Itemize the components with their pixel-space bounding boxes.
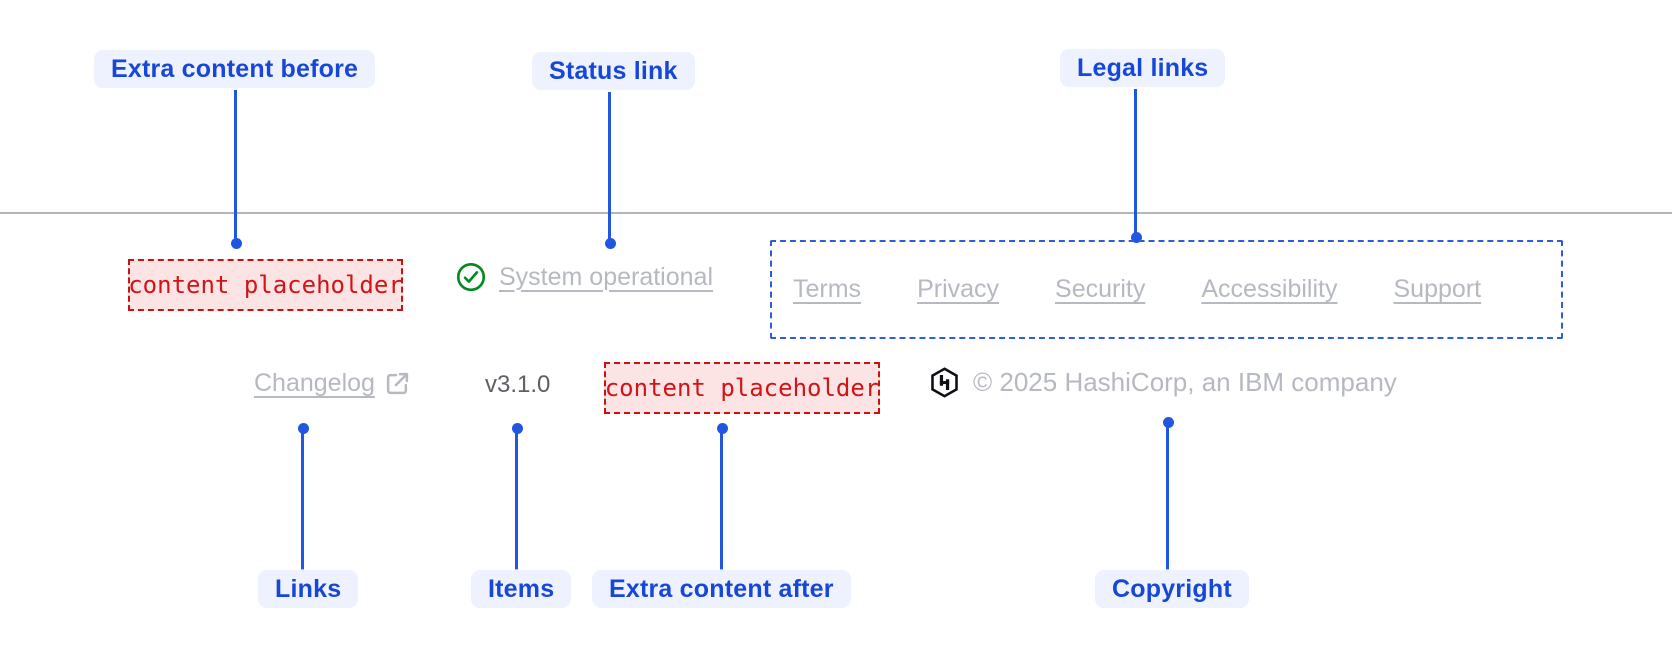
copyright-text: © 2025 HashiCorp, an IBM company <box>973 367 1397 397</box>
check-circle-icon <box>456 262 486 292</box>
connector-legal-links <box>1134 89 1137 237</box>
legal-link-security[interactable]: Security <box>1055 275 1146 303</box>
extra-content-after-placeholder: content placeholder <box>604 362 880 414</box>
annotation-items: Items <box>471 570 572 608</box>
connector-extra-content-before <box>234 90 237 240</box>
connector-dot <box>605 238 616 249</box>
changelog-link[interactable]: Changelog <box>254 369 410 398</box>
footer-top-divider <box>0 212 1672 214</box>
connector-items <box>515 430 518 572</box>
version-item: v3.1.0 <box>485 371 551 398</box>
connector-dot <box>231 238 242 249</box>
connector-dot <box>1163 417 1174 428</box>
annotation-legal-links: Legal links <box>1060 49 1226 87</box>
annotation-links: Links <box>258 570 359 608</box>
status-link-label[interactable]: System operational <box>499 262 714 291</box>
legal-link-terms[interactable]: Terms <box>793 275 862 303</box>
annotation-extra-content-before: Extra content before <box>94 50 376 88</box>
changelog-link-label[interactable]: Changelog <box>254 369 375 397</box>
connector-dot <box>298 423 309 434</box>
legal-link-support[interactable]: Support <box>1393 275 1482 303</box>
status-link[interactable]: System operational <box>456 262 713 292</box>
connector-extra-content-after <box>720 430 723 572</box>
connector-links <box>301 430 304 572</box>
legal-links-group: Terms Privacy Security Accessibility Sup… <box>770 240 1563 339</box>
hashicorp-logo-icon <box>929 367 960 398</box>
copyright: © 2025 HashiCorp, an IBM company <box>929 367 1397 398</box>
external-link-icon <box>385 371 410 396</box>
legal-link-privacy[interactable]: Privacy <box>917 275 1000 303</box>
connector-copyright <box>1166 424 1169 572</box>
connector-dot <box>1131 232 1142 243</box>
legal-link-accessibility[interactable]: Accessibility <box>1201 275 1338 303</box>
annotation-extra-content-after: Extra content after <box>592 570 851 608</box>
connector-dot <box>717 423 728 434</box>
annotation-status-link: Status link <box>532 52 695 90</box>
annotation-copyright: Copyright <box>1095 570 1249 608</box>
connector-status-link <box>608 92 611 240</box>
connector-dot <box>512 423 523 434</box>
extra-content-before-placeholder: content placeholder <box>128 259 403 311</box>
